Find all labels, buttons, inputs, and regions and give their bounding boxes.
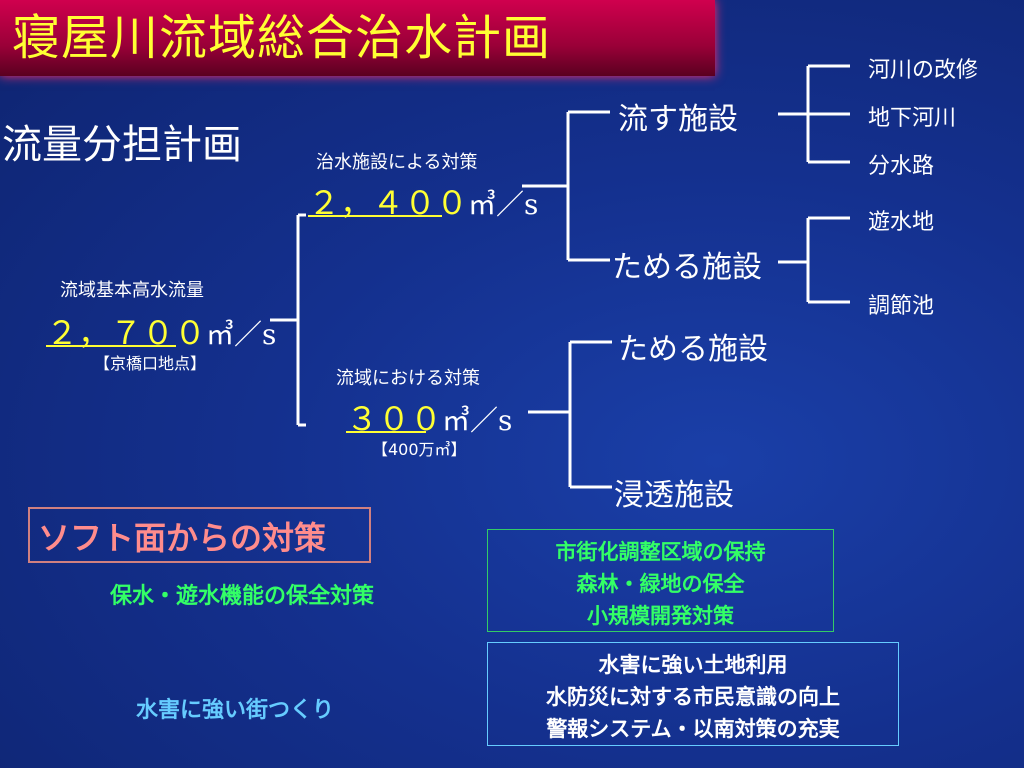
base-unit: ㎥／s [206,318,277,351]
basin-unit: ㎥／s [442,404,513,437]
base-value-group: ２，７００㎥／s [46,308,276,354]
node-infiltration-facility: 浸透施設 [614,478,734,513]
base-label: 流域基本高水流量 [60,280,204,301]
resilient-detail-1: 水害に強い土地利用 [598,653,788,677]
item-diversion-channel: 分水路 [868,154,935,179]
base-note: 【京橋口地点】 [94,354,207,373]
resilient-city-measures: 水害に強い街つくり [136,698,335,723]
retention-detail-2: 森林・緑地の保全 [576,572,745,596]
facility-value-group: ２，４００㎥／s [308,178,538,224]
base-value-underline [46,345,176,347]
retention-detail-3: 小規模開発対策 [587,604,734,628]
subtitle: 流量分担計画 [2,122,242,168]
node-store-facility-lower: ためる施設 [618,332,768,367]
facility-unit: ㎥／s [468,188,539,221]
title-banner: 寝屋川流域総合治水計画 [0,0,715,76]
item-river-improvement: 河川の改修 [868,58,979,83]
basin-note: 【400万㎥】 [372,440,467,459]
facility-value-underline [308,215,442,217]
basin-value-group: ３００㎥／s [346,394,512,440]
water-retention-measures: 保水・遊水機能の保全対策 [110,584,375,609]
basin-value-underline [346,431,426,433]
facility-label: 治水施設による対策 [316,152,478,173]
soft-measures-heading: ソフト面からの対策 [38,519,327,557]
soft-measures-box: ソフト面からの対策 [28,507,371,563]
resilient-city-details-box: 水害に強い土地利用 水防災に対する市民意識の向上 警報システム・以南対策の充実 [487,642,899,746]
item-regulating-pond: 調節池 [868,294,935,319]
page-title: 寝屋川流域総合治水計画 [12,10,552,66]
node-store-facility-upper: ためる施設 [612,250,762,285]
resilient-detail-3: 警報システム・以南対策の充実 [546,717,840,741]
basin-label: 流域における対策 [336,368,480,389]
item-retarding-basin: 遊水地 [868,210,935,235]
retention-detail-1: 市街化調整区域の保持 [555,540,766,564]
node-flow-facility: 流す施設 [618,102,738,137]
resilient-detail-2: 水防災に対する市民意識の向上 [546,685,840,709]
item-underground-river: 地下河川 [868,106,957,131]
retention-details-box: 市街化調整区域の保持 森林・緑地の保全 小規模開発対策 [487,529,834,632]
